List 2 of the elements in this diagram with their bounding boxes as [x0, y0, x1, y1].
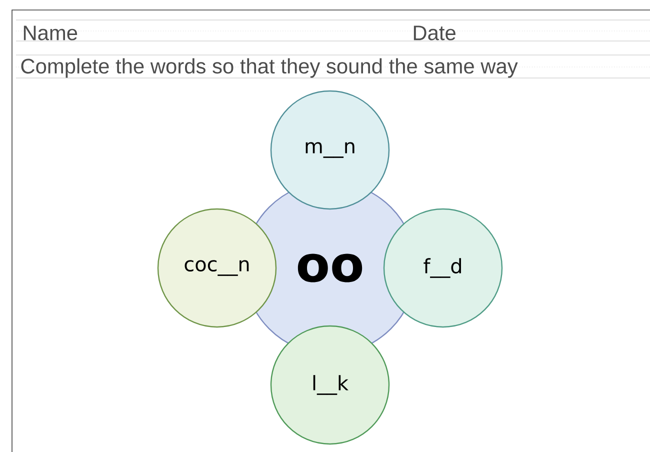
worksheet-text: Name	[24, 26, 78, 40]
worksheet-text: Date	[414, 26, 456, 40]
